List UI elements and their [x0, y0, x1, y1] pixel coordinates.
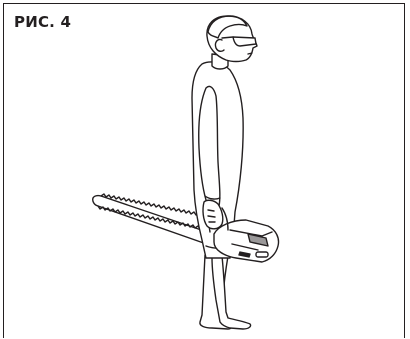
person-holding-chainsaw-icon: [0, 0, 410, 339]
